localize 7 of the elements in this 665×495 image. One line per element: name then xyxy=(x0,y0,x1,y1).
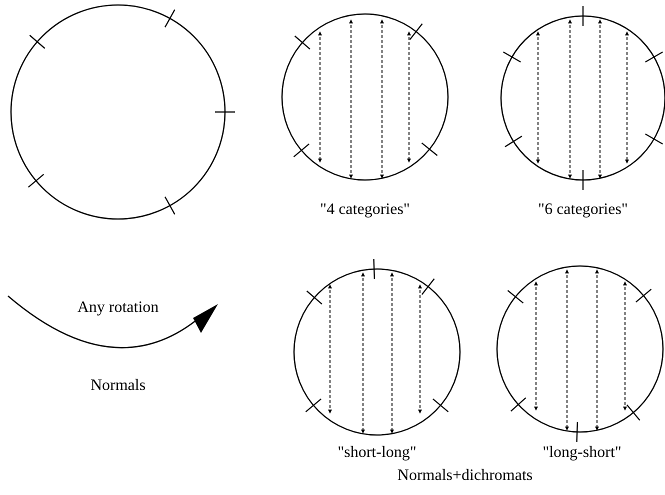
group-label: Normals xyxy=(90,378,146,394)
circle-caption: "long-short" xyxy=(542,445,622,461)
circle-caption: "short-long" xyxy=(338,445,416,461)
group-label: Normals+dichromats xyxy=(397,468,533,484)
circle-caption: "4 categories" xyxy=(320,202,410,218)
circle-caption: "6 categories" xyxy=(538,202,628,218)
label: Any rotation xyxy=(77,300,159,316)
